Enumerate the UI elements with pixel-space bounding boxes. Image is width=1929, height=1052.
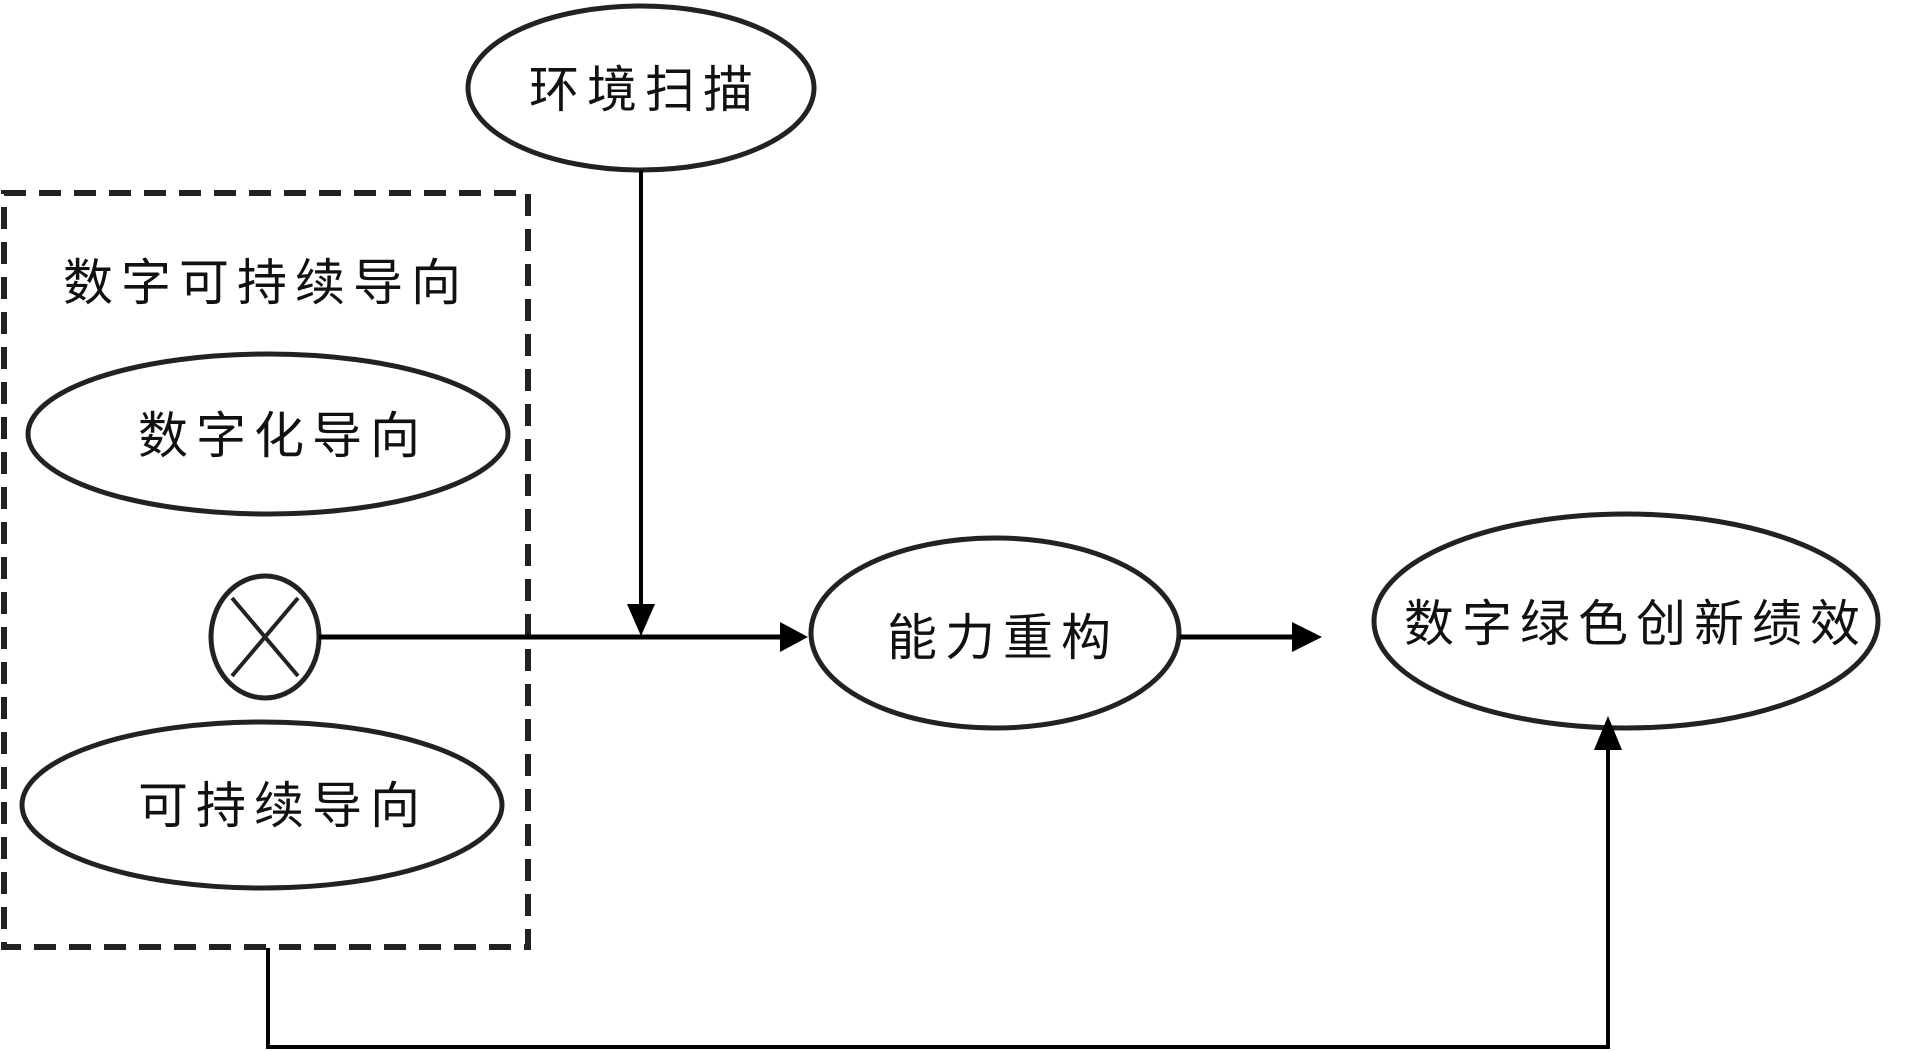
arrowhead bbox=[1594, 716, 1622, 750]
dgi-performance-label: 数字绿色创新绩效 bbox=[1404, 595, 1868, 653]
env-scan-label: 环境扫描 bbox=[529, 61, 761, 119]
arrow-group-to-dgi bbox=[266, 750, 1610, 1049]
arrowhead bbox=[780, 622, 808, 652]
sustainable-orientation-label: 可持续导向 bbox=[138, 777, 428, 835]
group-title: 数字可持续导向 bbox=[63, 254, 469, 312]
dgi-performance-node bbox=[1371, 511, 1881, 731]
capability-reconfig-label: 能力重构 bbox=[887, 609, 1119, 667]
sustainable-orientation-node bbox=[19, 719, 505, 891]
digital-orientation-label: 数字化导向 bbox=[138, 407, 428, 465]
group-dashed-box bbox=[1, 190, 531, 950]
digital-orientation-node bbox=[25, 351, 511, 517]
arrowhead bbox=[1292, 622, 1322, 652]
arrowhead bbox=[627, 604, 655, 636]
capability-reconfig-node bbox=[808, 535, 1182, 731]
interaction-multiply-icon bbox=[208, 573, 322, 701]
